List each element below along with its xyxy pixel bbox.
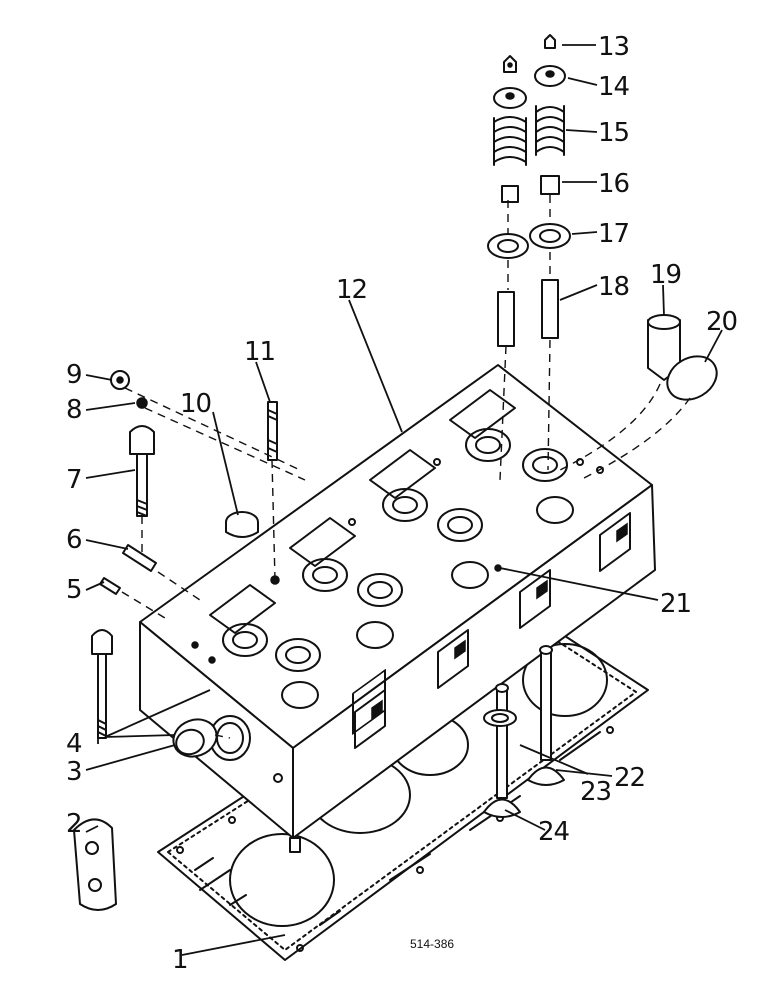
label-5: 5 xyxy=(66,575,82,605)
label-13: 13 xyxy=(598,32,629,62)
label-16: 16 xyxy=(598,169,629,199)
stud-6 xyxy=(122,544,201,601)
label-18: 18 xyxy=(598,272,629,302)
leader-lines xyxy=(85,44,723,956)
label-20: 20 xyxy=(706,307,737,337)
label-19: 19 xyxy=(650,260,681,290)
head-bolt-short xyxy=(91,629,113,739)
washer xyxy=(136,397,148,409)
valve-train-left xyxy=(487,55,529,481)
exhaust-valve xyxy=(527,645,565,786)
label-4: 4 xyxy=(66,729,82,759)
label-24: 24 xyxy=(538,817,570,847)
label-23: 23 xyxy=(580,777,611,807)
valve-ports xyxy=(222,428,574,709)
stud-11 xyxy=(267,401,278,581)
label-14: 14 xyxy=(598,72,630,102)
core-plug xyxy=(579,355,718,481)
label-6: 6 xyxy=(66,525,82,555)
valve-seat-insert xyxy=(483,709,517,727)
reference-code: 514-386 xyxy=(410,937,454,951)
cylinder-head xyxy=(139,364,656,853)
part-number-labels: 1 2 3 4 5 6 7 8 9 10 11 12 13 14 15 16 1… xyxy=(66,32,738,975)
head-bolt-long xyxy=(129,425,155,560)
dowel-plate xyxy=(73,818,117,911)
label-12: 12 xyxy=(336,275,367,305)
label-11: 11 xyxy=(244,337,275,367)
label-9: 9 xyxy=(66,360,82,390)
label-22: 22 xyxy=(614,763,645,793)
label-17: 17 xyxy=(598,219,629,249)
label-2: 2 xyxy=(66,809,82,839)
label-10: 10 xyxy=(180,389,211,419)
sealing-cup xyxy=(225,511,259,538)
label-7: 7 xyxy=(66,465,82,495)
inlet-valve xyxy=(483,683,521,818)
label-8: 8 xyxy=(66,395,82,425)
label-1: 1 xyxy=(172,945,188,975)
valve-train-right xyxy=(529,34,571,471)
stud-5 xyxy=(99,577,166,619)
label-15: 15 xyxy=(598,118,629,148)
rocker-nut xyxy=(110,370,130,390)
label-3: 3 xyxy=(66,757,82,787)
label-21: 21 xyxy=(660,589,691,619)
